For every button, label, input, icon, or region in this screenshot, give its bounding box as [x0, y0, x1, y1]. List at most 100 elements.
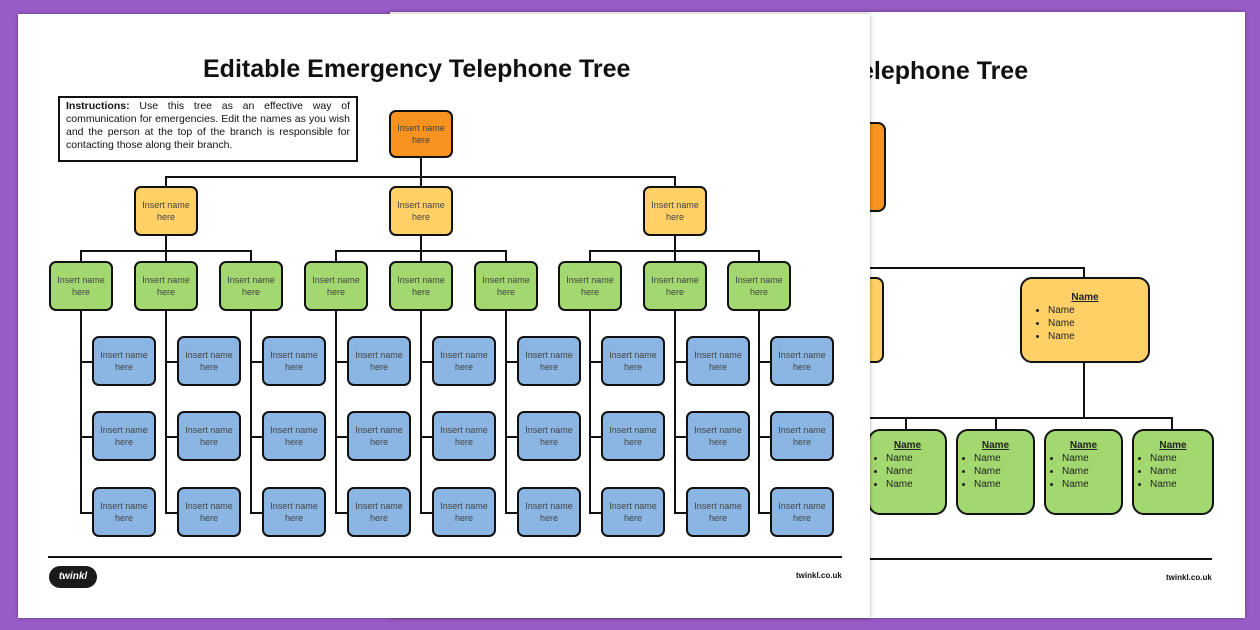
- tree-connector: [80, 311, 82, 514]
- tree-node-level3[interactable]: Insert name here: [347, 336, 411, 386]
- tree-node-level3[interactable]: Insert name here: [770, 411, 834, 461]
- tree-node-level3[interactable]: Insert name here: [686, 411, 750, 461]
- tree-connector: [165, 436, 177, 438]
- tree-connector: [250, 436, 262, 438]
- tree-connector: [80, 250, 82, 262]
- tree-node-level3[interactable]: Insert name here: [177, 487, 241, 537]
- tree-connector: [674, 436, 686, 438]
- name-list-item: Name: [1062, 478, 1121, 491]
- back-green-name-box: NameNameNameName: [956, 429, 1035, 515]
- tree-connector: [335, 311, 337, 514]
- tree-connector: [335, 250, 337, 262]
- tree-node-level3[interactable]: Insert name here: [770, 336, 834, 386]
- tree-connector: [165, 176, 167, 186]
- tree-node-level3[interactable]: Insert name here: [517, 411, 581, 461]
- name-list-item: Name: [1048, 330, 1148, 343]
- tree-node-level3[interactable]: Insert name here: [601, 487, 665, 537]
- tree-node-level3[interactable]: Insert name here: [432, 487, 496, 537]
- tree-node-root[interactable]: Insert name here: [389, 110, 453, 158]
- back-connector: [870, 267, 1085, 269]
- name-header: Name: [1159, 440, 1187, 451]
- back-connector: [995, 417, 997, 430]
- tree-node-level1[interactable]: Insert name here: [643, 186, 707, 236]
- back-connector: [1083, 267, 1085, 277]
- tree-connector: [250, 512, 262, 514]
- tree-node-level3[interactable]: Insert name here: [686, 336, 750, 386]
- tree-connector: [420, 158, 422, 177]
- tree-connector: [505, 436, 517, 438]
- name-list-item: Name: [974, 478, 1033, 491]
- tree-node-level2[interactable]: Insert name here: [558, 261, 622, 311]
- tree-connector: [335, 436, 347, 438]
- back-connector: [905, 417, 907, 430]
- tree-node-level2[interactable]: Insert name here: [304, 261, 368, 311]
- name-list-item: Name: [974, 465, 1033, 478]
- tree-node-level3[interactable]: Insert name here: [262, 336, 326, 386]
- tree-connector: [335, 512, 347, 514]
- back-footer-line: [860, 558, 1212, 560]
- tree-node-level3[interactable]: Insert name here: [601, 411, 665, 461]
- back-green-name-box: NameNameNameName: [1132, 429, 1214, 515]
- tree-node-level2[interactable]: Insert name here: [727, 261, 791, 311]
- name-list-item: Name: [886, 465, 945, 478]
- tree-node-level3[interactable]: Insert name here: [347, 487, 411, 537]
- tree-connector: [420, 436, 432, 438]
- front-page: Editable Emergency Telephone Tree Instru…: [18, 14, 870, 618]
- back-connector: [1171, 417, 1173, 430]
- back-green-name-box: NameNameNameName: [1044, 429, 1123, 515]
- footer-url: twinkl.co.uk: [796, 571, 842, 580]
- tree-node-level3[interactable]: Insert name here: [177, 411, 241, 461]
- tree-connector: [505, 311, 507, 514]
- tree-connector: [674, 176, 676, 186]
- tree-connector: [505, 250, 507, 262]
- tree-connector: [250, 361, 262, 363]
- tree-connector: [420, 176, 422, 186]
- tree-node-level2[interactable]: Insert name here: [134, 261, 198, 311]
- tree-connector: [165, 512, 177, 514]
- tree-node-level2[interactable]: Insert name here: [389, 261, 453, 311]
- tree-node-level3[interactable]: Insert name here: [686, 487, 750, 537]
- tree-connector: [674, 361, 686, 363]
- footer-line: [48, 556, 842, 558]
- tree-connector: [589, 361, 601, 363]
- back-yellow-name-box: NameNameNameName: [1020, 277, 1150, 363]
- tree-connector: [674, 250, 676, 262]
- tree-node-level3[interactable]: Insert name here: [92, 336, 156, 386]
- tree-connector: [250, 311, 252, 514]
- tree-node-level2[interactable]: Insert name here: [643, 261, 707, 311]
- tree-node-level3[interactable]: Insert name here: [92, 487, 156, 537]
- name-header: Name: [981, 440, 1010, 451]
- name-list-item: Name: [1062, 452, 1121, 465]
- tree-connector: [80, 361, 92, 363]
- tree-connector: [420, 236, 422, 251]
- tree-node-level3[interactable]: Insert name here: [517, 336, 581, 386]
- tree-node-level3[interactable]: Insert name here: [601, 336, 665, 386]
- tree-node-level3[interactable]: Insert name here: [517, 487, 581, 537]
- instructions-text: Use this tree as an effective way of com…: [66, 100, 350, 151]
- tree-connector: [505, 512, 517, 514]
- tree-node-level3[interactable]: Insert name here: [770, 487, 834, 537]
- tree-node-level3[interactable]: Insert name here: [432, 336, 496, 386]
- name-list-item: Name: [1150, 452, 1212, 465]
- tree-node-level2[interactable]: Insert name here: [474, 261, 538, 311]
- back-page-title: elephone Tree: [860, 57, 1029, 85]
- tree-node-level1[interactable]: Insert name here: [389, 186, 453, 236]
- tree-node-level3[interactable]: Insert name here: [262, 487, 326, 537]
- tree-connector: [589, 311, 591, 514]
- name-list-item: Name: [1150, 465, 1212, 478]
- tree-node-level1[interactable]: Insert name here: [134, 186, 198, 236]
- tree-connector: [420, 361, 432, 363]
- name-list-item: Name: [886, 452, 945, 465]
- instructions-label: Instructions:: [66, 100, 130, 112]
- tree-node-level3[interactable]: Insert name here: [262, 411, 326, 461]
- tree-node-level3[interactable]: Insert name here: [432, 411, 496, 461]
- tree-connector: [589, 250, 591, 262]
- tree-connector: [335, 361, 347, 363]
- tree-node-level3[interactable]: Insert name here: [177, 336, 241, 386]
- tree-connector: [758, 436, 770, 438]
- tree-node-level2[interactable]: Insert name here: [49, 261, 113, 311]
- tree-node-level3[interactable]: Insert name here: [347, 411, 411, 461]
- tree-connector: [80, 436, 92, 438]
- tree-node-level3[interactable]: Insert name here: [92, 411, 156, 461]
- tree-node-level2[interactable]: Insert name here: [219, 261, 283, 311]
